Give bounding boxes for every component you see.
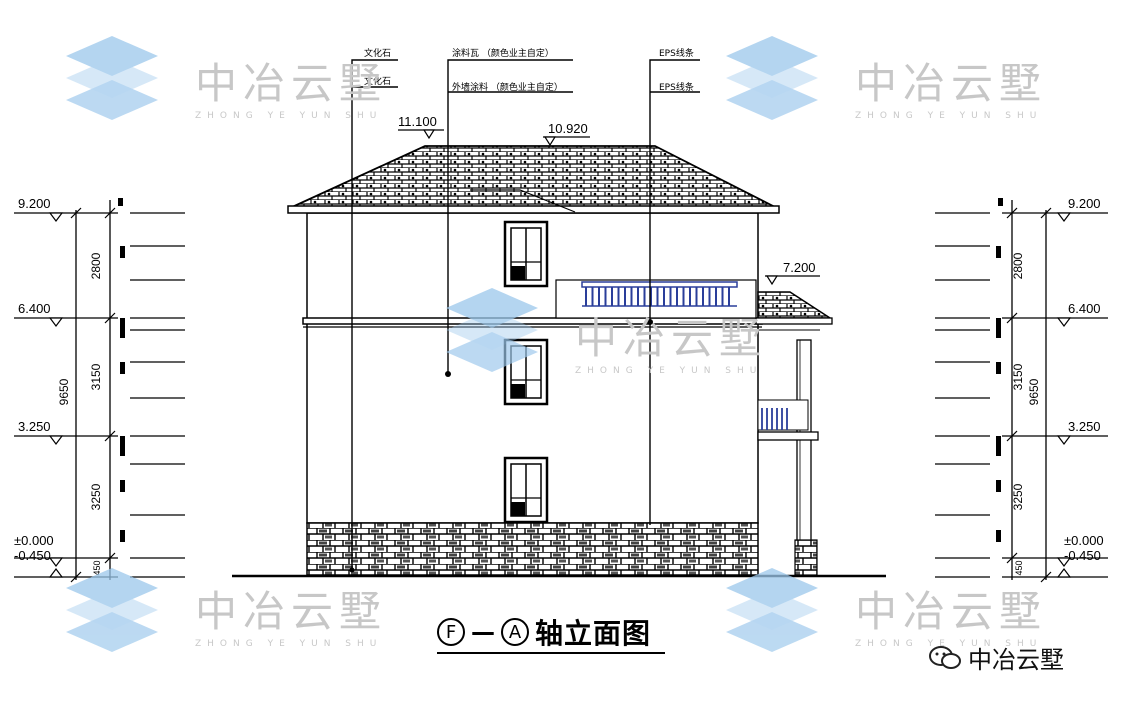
watermark-cube-icon xyxy=(726,36,818,120)
right-elev-0000: ±0.000 xyxy=(1064,533,1104,548)
left-elev-9200: 9.200 xyxy=(18,196,51,211)
watermark-cube-icon xyxy=(446,288,538,372)
right-dim-450: 450 xyxy=(1014,560,1024,575)
right-dim-3250: 3250 xyxy=(1011,483,1025,510)
left-dim-3150: 3150 xyxy=(89,363,103,390)
right-elev-3250: 3.250 xyxy=(1068,419,1101,434)
left-dim-3250: 3250 xyxy=(89,483,103,510)
watermark-logo-icons xyxy=(66,36,818,652)
right-elev-9200: 9.200 xyxy=(1068,196,1101,211)
eave xyxy=(287,205,780,214)
brand-name: 中冶云墅 xyxy=(968,646,1064,674)
right-elev-0450: -0.450 xyxy=(1064,548,1101,563)
wechat-icon xyxy=(929,645,961,669)
floor-band xyxy=(302,317,763,325)
label-culture-stone-1: 文化石 xyxy=(364,47,391,59)
watermark-cube-icon xyxy=(66,36,158,120)
left-dim-450: 450 xyxy=(92,560,102,575)
building-elevation xyxy=(232,145,886,578)
right-dim-2800: 2800 xyxy=(1011,252,1025,279)
axis-from-circle: F xyxy=(437,618,465,646)
watermark-cube-icon xyxy=(726,568,818,652)
brand-logo: 中冶云墅 xyxy=(928,640,1064,675)
left-dim-2800: 2800 xyxy=(89,252,103,279)
label-roof-tile: 涂料瓦 （颜色业主自定） xyxy=(452,47,554,59)
right-dim-3150: 3150 xyxy=(1011,363,1025,390)
side-porch xyxy=(755,291,833,576)
label-eps-1: EPS线条 xyxy=(659,47,694,59)
left-elev-6400: 6.400 xyxy=(18,301,51,316)
watermark-cube-icon xyxy=(66,568,158,652)
drawing-title: F — A 轴立面图 xyxy=(437,612,651,652)
label-culture-stone-2: 文化石 xyxy=(364,75,391,87)
right-dimension-column: 9.200 6.400 3.250 ±0.000 -0.450 2800 315… xyxy=(935,196,1108,583)
axis-to-circle: A xyxy=(501,618,529,646)
left-dimension-column: 9.200 6.400 3.250 ±0.000 -0.450 2800 315… xyxy=(14,196,185,583)
label-wall-paint: 外墙涂料 （颜色业主自定） xyxy=(452,81,563,93)
left-elev-0000: ±0.000 xyxy=(14,533,54,548)
elev-porch-roof: 7.200 xyxy=(783,260,816,275)
axis-separator: — xyxy=(471,618,495,646)
balcony-railing-3f xyxy=(555,279,757,319)
left-elev-3250: 3.250 xyxy=(18,419,51,434)
elev-roof-top: 10.920 xyxy=(548,121,588,136)
label-eps-2: EPS线条 xyxy=(659,81,694,93)
left-elev-0450: -0.450 xyxy=(14,548,51,563)
elev-roof-ridge: 11.100 xyxy=(398,114,437,129)
left-dim-total: 9650 xyxy=(57,378,71,405)
window-3f xyxy=(503,220,549,288)
title-underline xyxy=(437,652,665,654)
right-dim-total: 9650 xyxy=(1027,378,1041,405)
annotation-leaders xyxy=(351,59,700,570)
drawing-title-text: 轴立面图 xyxy=(535,617,652,650)
window-1f xyxy=(503,456,549,524)
main-roof xyxy=(289,145,778,209)
stone-plinth xyxy=(306,522,759,576)
right-elev-6400: 6.400 xyxy=(1068,301,1101,316)
